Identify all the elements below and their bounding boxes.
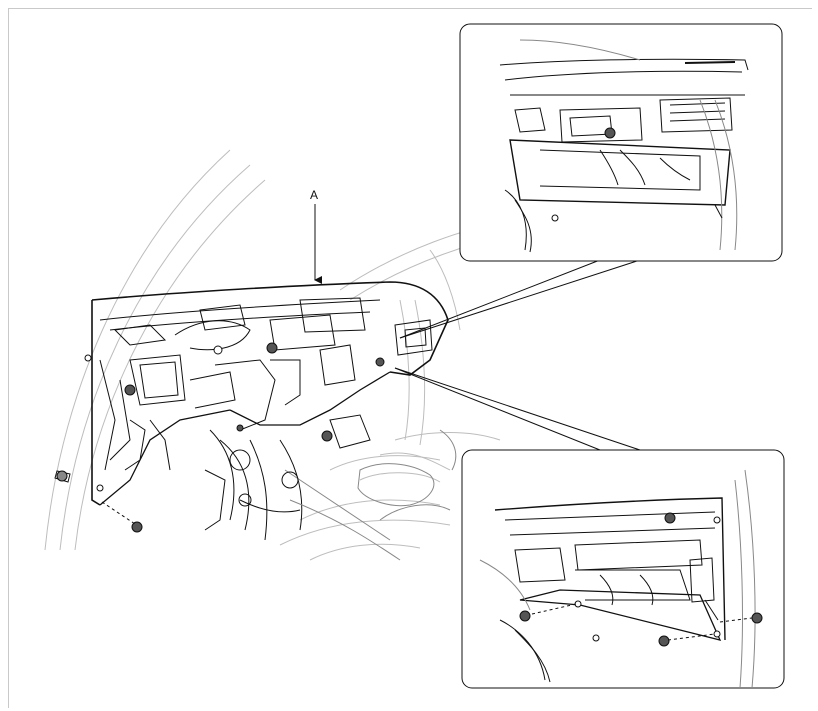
- dashed-bolt-line: [101, 501, 136, 525]
- detail-leader-lines: [394, 259, 641, 451]
- callout-label-a: A: [310, 188, 318, 202]
- dashboard-assembly: [91, 281, 457, 561]
- car-body-outline: [44, 149, 531, 561]
- frame-top-border: [8, 8, 812, 9]
- inset-top-bolt: [604, 127, 616, 139]
- bolt-markers: [54, 342, 385, 533]
- detail-inset-top: [459, 23, 783, 262]
- frame-left-border: [8, 8, 9, 708]
- detail-inset-bottom: [461, 449, 785, 689]
